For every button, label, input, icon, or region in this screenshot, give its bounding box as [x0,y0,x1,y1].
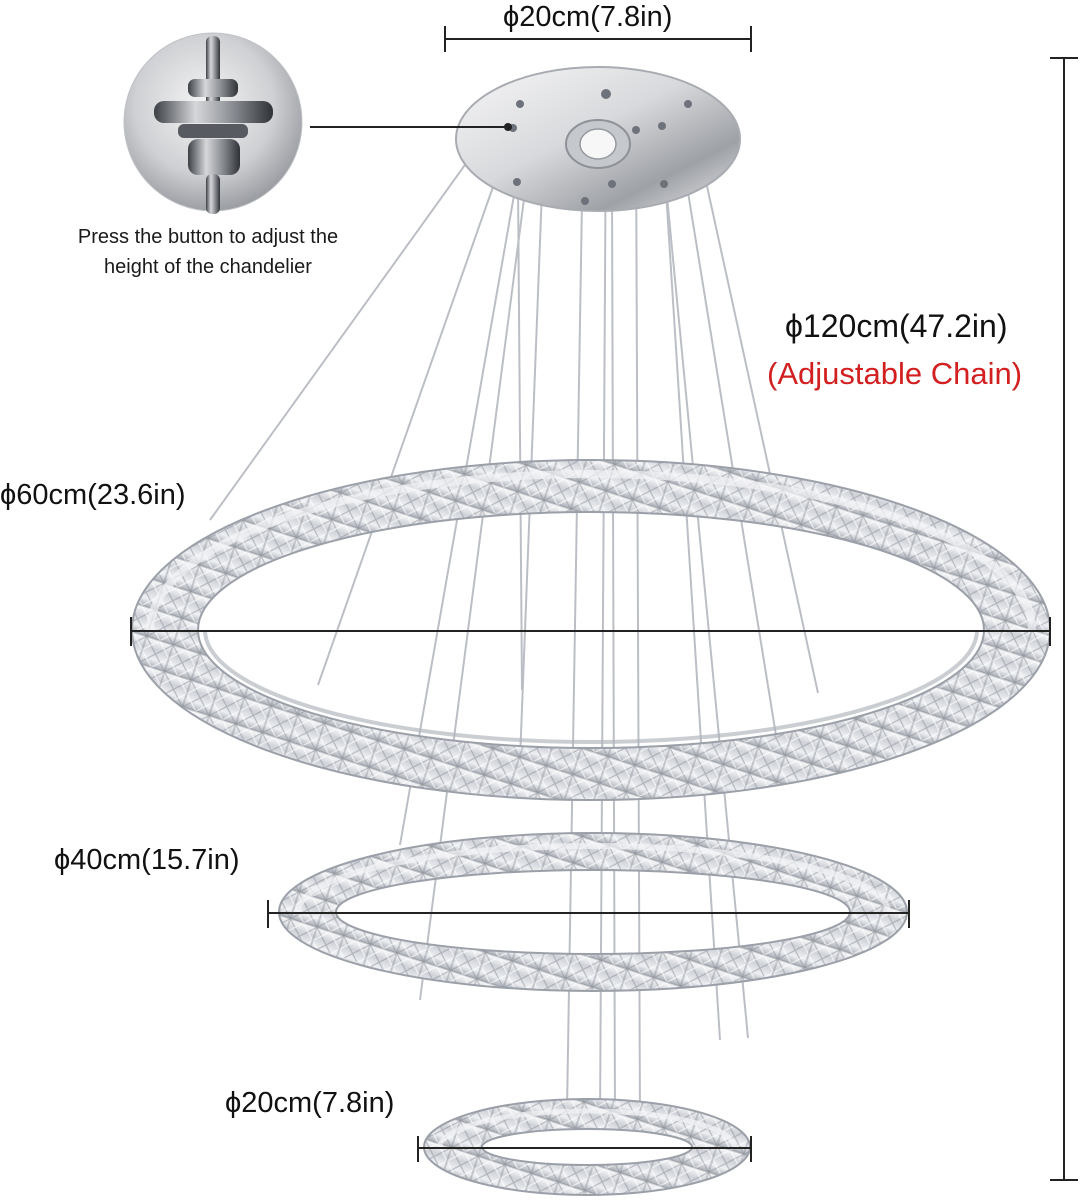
canopy-width-label: ϕ20cm(7.8in) [503,1,673,33]
canopy-width-dimension-line [444,26,752,52]
medium-ring-diameter-label: ϕ40cm(15.7in) [54,844,240,876]
instruction-line-1: Press the button to adjust the [77,226,339,248]
large-crystal-ring [130,459,1052,801]
small-ring-diameter-label: ϕ20cm(7.8in) [225,1087,395,1119]
adjuster-detail-icon [123,32,303,214]
medium-crystal-ring [267,832,910,992]
adjustment-instruction: Press the button to adjust the height of… [48,222,368,282]
instruction-line-2: height of the chandelier [104,256,312,278]
height-dimension-line [1050,57,1078,1181]
small-crystal-ring [417,1098,752,1196]
adjustable-chain-note: (Adjustable Chain) [767,356,1023,391]
large-ring-diameter-label: ϕ60cm(23.6in) [0,479,186,511]
ceiling-canopy [455,66,741,212]
total-height-label: ϕ120cm(47.2in) [785,308,1008,344]
callout-pointer [310,123,512,131]
